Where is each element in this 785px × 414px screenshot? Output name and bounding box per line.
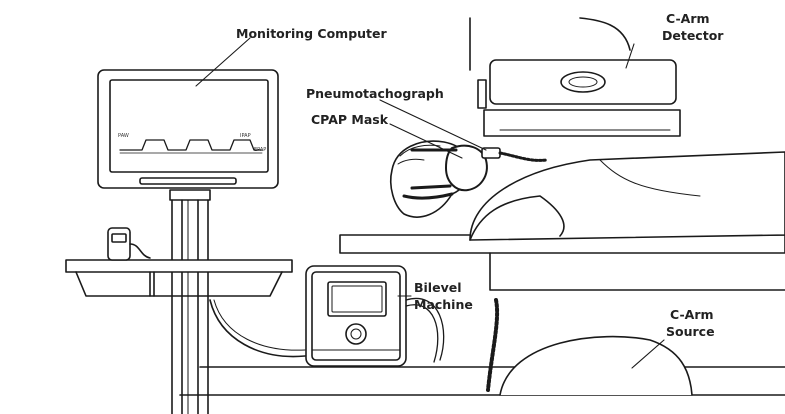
shelf-tray: [65, 259, 293, 297]
epap-label: EPAP: [254, 147, 267, 153]
cpap-mask: [402, 144, 488, 200]
leader-lines: [195, 37, 665, 369]
c-arm-detector: [469, 17, 681, 137]
paw-label: PAW: [118, 133, 129, 139]
bilevel-machine-label-line2: Machine: [414, 297, 473, 312]
bilevel-hose: [405, 297, 445, 361]
small-device: [107, 227, 151, 261]
c-arm-detector-label-line1: C-Arm: [666, 11, 710, 26]
c-arm-source-label-line1: C-Arm: [670, 307, 714, 322]
pneumotachograph: [481, 147, 548, 162]
pneumotachograph-label: Pneumotachograph: [306, 86, 444, 101]
monitor-cable: [209, 299, 306, 358]
bilevel-machine-label-line1: Bilevel: [414, 280, 462, 295]
monitoring-computer-label: Monitoring Computer: [236, 26, 387, 41]
patient: [389, 140, 785, 241]
mask-hose: [486, 298, 500, 392]
c-arm-source-label-line2: Source: [666, 324, 715, 339]
bilevel-machine: [305, 265, 407, 367]
monitor-stand: [169, 189, 211, 414]
c-arm-detector-label-line2: Detector: [662, 28, 724, 43]
ipap-label: IPAP: [240, 133, 251, 139]
cpap-mask-label: CPAP Mask: [311, 112, 389, 127]
c-arm-source: [499, 335, 693, 396]
monitoring-computer: [97, 69, 279, 189]
